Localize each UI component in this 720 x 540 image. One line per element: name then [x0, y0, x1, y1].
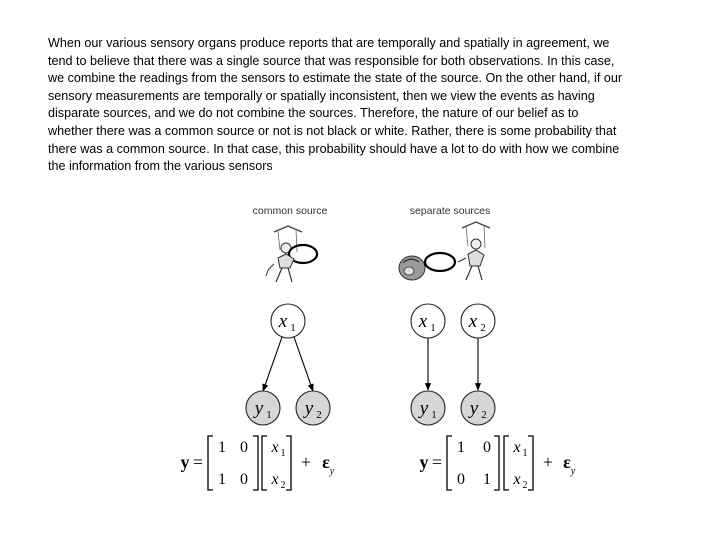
svg-text:y: y	[420, 452, 429, 472]
svg-text:1: 1	[218, 439, 226, 456]
svg-text:0: 0	[240, 439, 248, 456]
equation-common-source: y = 1 0 1 0 x 1 x 2 + ε y	[181, 435, 335, 491]
svg-text:x: x	[278, 311, 288, 332]
svg-text:x: x	[418, 311, 428, 332]
separate-sources-title: separate sources	[410, 205, 491, 217]
node-y1-common: y 1	[245, 390, 281, 426]
head-thought-icon	[398, 251, 457, 281]
body-paragraph: When our various sensory organs produce …	[48, 36, 623, 174]
svg-text:+: +	[301, 452, 311, 472]
svg-text:y: y	[418, 398, 429, 419]
common-source-title: common source	[253, 205, 328, 217]
svg-text:2: 2	[481, 409, 487, 421]
svg-text:1: 1	[483, 471, 491, 488]
node-y2-common: y 2	[295, 390, 331, 426]
svg-text:x: x	[270, 471, 278, 488]
puppet-juggler-icon	[457, 221, 491, 281]
edge-x1-to-y1	[262, 336, 283, 392]
svg-text:2: 2	[480, 322, 486, 334]
svg-text:y: y	[570, 466, 576, 477]
svg-text:1: 1	[457, 439, 465, 456]
svg-text:1: 1	[431, 409, 437, 421]
edge-x1-to-y2	[293, 336, 314, 392]
node-x1-separate: x 1	[410, 303, 446, 339]
svg-text:ε: ε	[563, 452, 571, 472]
svg-text:y: y	[253, 398, 264, 419]
node-y2-separate: y 2	[460, 390, 496, 426]
svg-text:0: 0	[240, 471, 248, 488]
svg-text:2: 2	[316, 409, 322, 421]
node-y1-separate: y 1	[410, 390, 446, 426]
equation-separate-sources: y = 1 0 0 1 x 1 x 2 + ε y	[420, 435, 576, 491]
svg-text:x: x	[512, 439, 520, 456]
svg-text:+: +	[543, 452, 553, 472]
puppet-juggler-icon	[265, 225, 319, 283]
svg-text:1: 1	[290, 322, 296, 334]
svg-text:1: 1	[266, 409, 272, 421]
svg-text:y: y	[303, 398, 314, 419]
svg-text:=: =	[432, 452, 442, 472]
node-x1-common: x 1	[270, 303, 306, 339]
svg-text:y: y	[181, 452, 190, 472]
svg-text:y: y	[329, 466, 335, 477]
svg-text:2: 2	[281, 480, 286, 491]
svg-text:x: x	[270, 439, 278, 456]
svg-text:=: =	[193, 452, 203, 472]
svg-text:x: x	[468, 311, 478, 332]
svg-text:y: y	[468, 398, 479, 419]
svg-text:2: 2	[523, 480, 528, 491]
svg-text:ε: ε	[322, 452, 330, 472]
svg-text:0: 0	[483, 439, 491, 456]
svg-text:0: 0	[457, 471, 465, 488]
svg-text:1: 1	[281, 448, 286, 459]
svg-text:1: 1	[430, 322, 436, 334]
svg-text:1: 1	[218, 471, 226, 488]
svg-text:1: 1	[523, 448, 528, 459]
svg-text:x: x	[512, 471, 520, 488]
node-x2-separate: x 2	[460, 303, 496, 339]
